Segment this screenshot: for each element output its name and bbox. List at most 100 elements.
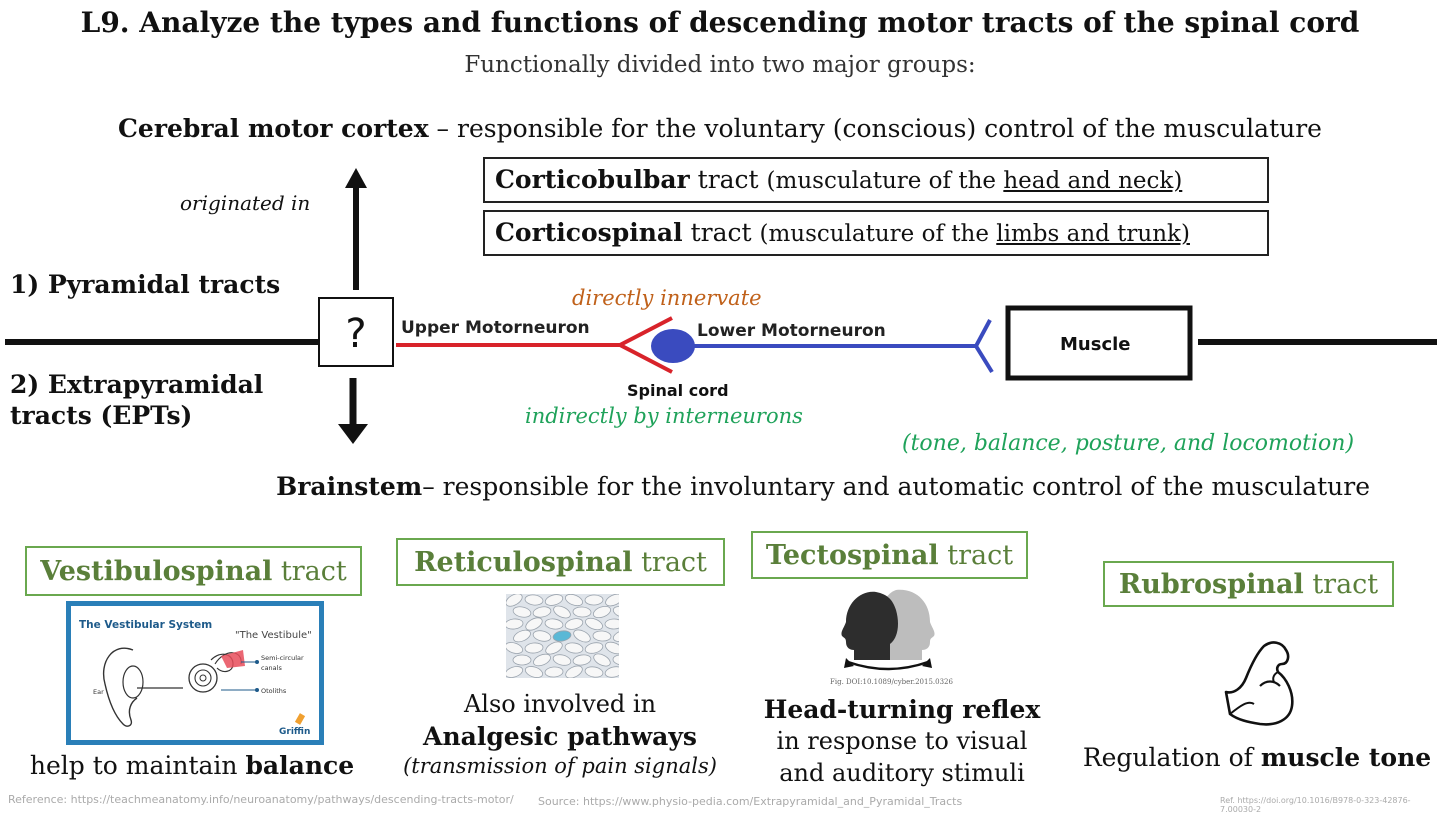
pill-icon xyxy=(524,642,544,654)
originated-in-label: originated in xyxy=(180,191,311,215)
pill-icon xyxy=(573,629,591,643)
corticobulbar-box: Corticobulbar tract (musculature of the … xyxy=(483,157,1269,203)
corticospinal-tract-word: tract xyxy=(682,218,760,247)
pill-icon xyxy=(513,629,531,643)
tectospinal-desc-2: in response to visual xyxy=(776,727,1028,755)
reticulospinal-label: Reticulospinal xyxy=(414,547,633,578)
vestibular-img-quote: "The Vestibule" xyxy=(235,630,312,641)
subtitle: Functionally divided into two major grou… xyxy=(464,52,976,78)
reticulospinal-desc-2: Analgesic pathways xyxy=(423,722,697,751)
pill-icon xyxy=(512,606,532,618)
extrapyramidal-line1: 2) Extrapyramidal xyxy=(10,370,264,399)
corticospinal-box: Corticospinal tract (musculature of the … xyxy=(483,210,1269,256)
corticobulbar-tract-word: tract xyxy=(689,165,767,194)
pill-icon xyxy=(506,594,523,607)
tectospinal-desc: Head-turning reflex in response to visua… xyxy=(745,694,1059,789)
pill-icon xyxy=(524,666,544,678)
otoliths-label: Otoliths xyxy=(261,687,287,695)
vestibule-highlight xyxy=(221,650,245,668)
upper-motorneuron-terminal xyxy=(615,316,673,374)
lower-motorneuron-label: Lower Motorneuron xyxy=(697,321,886,341)
muscle-label: Muscle xyxy=(1060,334,1131,355)
pill-icon xyxy=(552,654,572,666)
rubrospinal-desc-text: Regulation of xyxy=(1082,743,1261,772)
pill-icon xyxy=(544,594,564,606)
pill-icon xyxy=(584,642,604,654)
reference-left: Reference: https://teachmeanatomy.info/n… xyxy=(8,793,514,806)
pill-icon xyxy=(545,641,563,655)
pill-icon xyxy=(525,617,543,631)
tectospinal-box: Tectospinal tract xyxy=(751,531,1028,579)
pill-icon xyxy=(612,654,619,666)
semicircular-label-2: canals xyxy=(261,664,282,672)
vestibulospinal-desc-bold: balance xyxy=(245,751,355,780)
griffin-logo: Griffin xyxy=(279,727,310,737)
pill-icon xyxy=(533,653,551,667)
cortex-desc: – responsible for the voluntary (conscio… xyxy=(428,114,1322,143)
pill-icon xyxy=(506,618,524,630)
pill-icon xyxy=(584,594,604,606)
brainstem-label: Brainstem xyxy=(276,472,423,501)
corticospinal-label: Corticospinal xyxy=(495,218,683,247)
pill-icon xyxy=(592,630,612,642)
pill-icon xyxy=(512,654,532,666)
pill-icon xyxy=(553,605,571,619)
rubrospinal-desc: Regulation of muscle tone xyxy=(1082,743,1432,772)
head-silhouette-left-icon xyxy=(841,591,898,660)
pills-illustration xyxy=(506,594,619,678)
reticulospinal-desc-3: (transmission of pain signals) xyxy=(403,754,717,778)
pyramidal-tracts-label: 1) Pyramidal tracts xyxy=(10,270,281,299)
pill-icon xyxy=(544,618,564,630)
cortex-statement: Cerebral motor cortex – responsible for … xyxy=(0,114,1440,143)
corticobulbar-label: Corticobulbar xyxy=(495,165,690,194)
up-arrow-icon xyxy=(345,168,367,290)
ear-canal-icon xyxy=(122,665,144,699)
tectospinal-desc-1: Head-turning reflex xyxy=(763,695,1041,724)
vestibulospinal-desc-text: help to maintain xyxy=(29,751,246,780)
lower-motorneuron-terminal xyxy=(973,319,994,374)
pill-icon xyxy=(604,666,619,678)
griffin-mark-icon xyxy=(294,713,306,725)
turn-arrow-icon xyxy=(847,660,929,671)
corticospinal-paren: (musculature of the xyxy=(759,221,997,247)
pill-icon xyxy=(532,630,552,642)
pill-icon xyxy=(506,666,524,678)
extrapyramidal-line2: tracts (EPTs) xyxy=(10,401,193,430)
pill-icon xyxy=(532,606,552,618)
tectospinal-label: Tectospinal xyxy=(765,540,939,571)
pill-icon xyxy=(565,665,583,678)
vestibulospinal-tract-word: tract xyxy=(272,556,347,587)
ear-label: Ear xyxy=(93,688,104,696)
reference-right: Ref. https://doi.org/10.1016/B978-0-323-… xyxy=(1220,796,1411,814)
page-title: L9. Analyze the types and functions of d… xyxy=(80,6,1360,39)
flexed-bicep-icon xyxy=(1224,641,1294,726)
reticulospinal-tract-word: tract xyxy=(632,547,707,578)
muscle-arm-image xyxy=(1220,634,1300,728)
tectospinal-tract-word: tract xyxy=(938,540,1014,571)
pill-icon xyxy=(564,618,584,630)
upper-motorneuron-label: Upper Motorneuron xyxy=(401,318,590,338)
pill-icon xyxy=(585,617,603,631)
pill-icon xyxy=(604,618,619,630)
vestibular-img-title: The Vestibular System xyxy=(79,619,212,631)
vestibulospinal-desc: help to maintain balance xyxy=(20,751,364,780)
pill-icon xyxy=(612,630,619,642)
reference-mid: Source: https://www.physio-pedia.com/Ext… xyxy=(538,795,963,808)
down-arrow-icon xyxy=(338,378,368,444)
pill-icon xyxy=(605,641,619,655)
extrapyramidal-functions-note: (tone, balance, posture, and locomotion) xyxy=(902,431,1355,456)
pill-icon xyxy=(593,653,611,667)
indirectly-label: indirectly by interneurons xyxy=(525,404,803,428)
spinal-cord-label: Spinal cord xyxy=(627,381,729,400)
question-box: ? xyxy=(318,297,394,367)
directly-innervate-label: directly innervate xyxy=(572,286,762,310)
pill-icon xyxy=(612,606,619,618)
pills-image xyxy=(506,594,619,678)
pill-icon xyxy=(592,605,612,619)
ear-outline-icon xyxy=(103,647,138,727)
tectospinal-desc-3: and auditory stimuli xyxy=(779,759,1025,787)
pill-icon xyxy=(544,666,564,678)
semicircular-label-1: Semi-circular xyxy=(261,654,304,662)
